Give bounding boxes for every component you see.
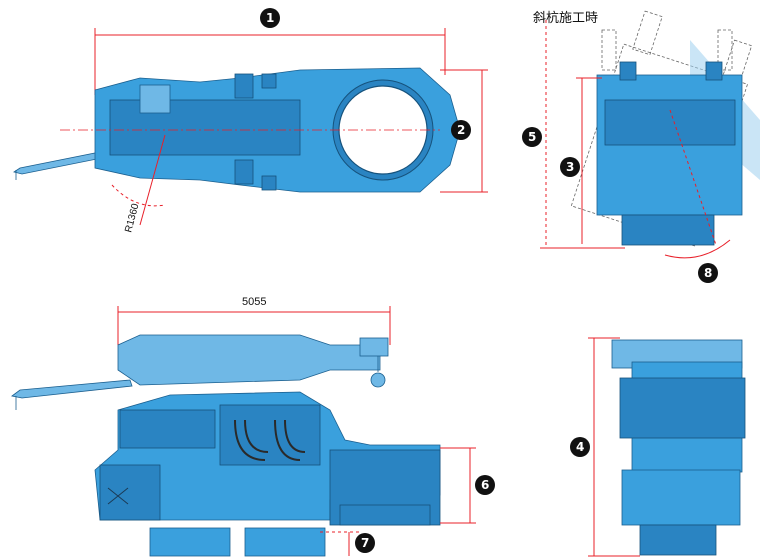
top-block-c <box>261 73 277 89</box>
oblique-post-a <box>601 29 617 71</box>
side-boom-head <box>359 337 389 357</box>
front-track <box>639 524 717 556</box>
side-pad-a <box>149 527 231 557</box>
side-engine-block <box>219 404 321 466</box>
badge-7: 7 <box>355 533 375 553</box>
radius-arc <box>111 184 166 207</box>
side-hoses <box>234 419 306 461</box>
radius-line <box>139 134 166 226</box>
angle-arc-8 <box>664 239 731 259</box>
badge-1: 1 <box>260 8 280 28</box>
side-arm <box>11 379 133 399</box>
side-cross-mark <box>107 487 129 505</box>
badge-4: 4 <box>570 437 590 457</box>
svg-text:3: 3 <box>566 160 574 174</box>
front-view <box>588 337 746 557</box>
oblique-ghost-post-a <box>632 10 663 56</box>
badge-2: 2 <box>451 120 471 140</box>
badge-6: 6 <box>475 475 495 495</box>
front-lower-body <box>621 469 741 526</box>
svg-text:1: 1 <box>266 11 274 25</box>
svg-text:5: 5 <box>528 130 536 144</box>
svg-text:7: 7 <box>361 536 369 550</box>
side-cab-block <box>119 409 216 449</box>
side-rear-counterweight <box>99 464 161 521</box>
top-block-d <box>261 175 277 191</box>
svg-text:6: 6 <box>481 478 489 492</box>
oblique-mid-band <box>604 99 736 146</box>
svg-text:2: 2 <box>457 123 465 137</box>
side-pad-b <box>244 527 326 557</box>
side-front-pad <box>339 504 431 526</box>
badge-8: 8 <box>698 263 718 283</box>
top-block-b <box>234 159 254 185</box>
top-view: R1360 <box>13 28 488 234</box>
svg-text:4: 4 <box>576 440 584 454</box>
top-block-a <box>234 73 254 99</box>
front-mid-band <box>619 377 746 439</box>
oblique-top-lug-b <box>705 61 723 81</box>
oblique-track <box>621 214 715 246</box>
oblique-view: 斜杭施工時 <box>533 10 760 259</box>
side-boom <box>117 334 381 386</box>
oblique-post-b <box>717 29 733 71</box>
side-view: 5055 <box>11 296 476 557</box>
dim-label-5055: 5055 <box>242 296 266 308</box>
side-hook-block <box>370 372 386 388</box>
badge-5: 5 <box>522 127 542 147</box>
radius-label: R1360 <box>123 202 141 234</box>
svg-text:8: 8 <box>704 266 712 280</box>
oblique-top-lug-a <box>619 61 637 81</box>
top-cab <box>139 84 171 114</box>
badge-3: 3 <box>560 157 580 177</box>
oblique-caption: 斜杭施工時 <box>533 10 598 25</box>
top-boom-housing <box>109 99 301 156</box>
